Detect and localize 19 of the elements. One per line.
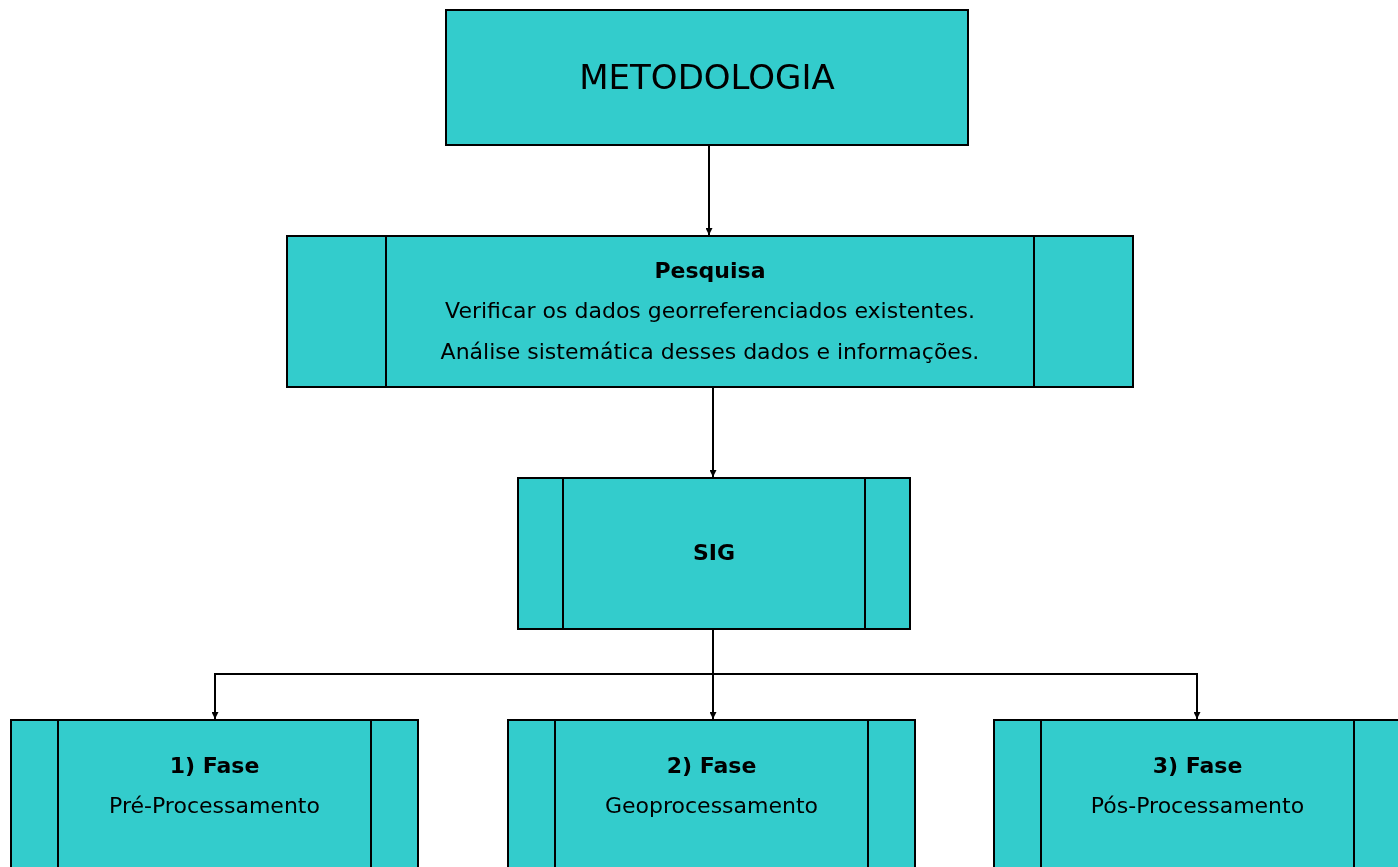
heading-text: Pesquisa [654, 257, 766, 285]
body-text: Verificar os dados georreferenciados existentes. [445, 298, 975, 325]
process-box [445, 9, 969, 146]
predefined-process-box [507, 719, 916, 867]
arrow [709, 387, 717, 478]
body-text: METODOLOGIA [579, 57, 835, 98]
heading-text: 3) Fase [1152, 752, 1243, 779]
body-text: Análise sistemática desses dados e informações. [440, 338, 980, 366]
predefined-process-box [993, 719, 1398, 867]
heading-text: SIG [692, 540, 736, 567]
predefined-process-box [517, 477, 911, 630]
heading-text: 1) Fase [169, 752, 260, 779]
arrow [705, 145, 713, 236]
heading-text: 2) Fase [666, 752, 757, 779]
predefined-process-box [10, 719, 419, 867]
predefined-process-box [286, 235, 1134, 388]
body-text: Geoprocessamento [604, 793, 819, 820]
body-text: Pós-Processamento [1090, 793, 1305, 820]
body-text: Pré-Processamento [109, 793, 320, 820]
